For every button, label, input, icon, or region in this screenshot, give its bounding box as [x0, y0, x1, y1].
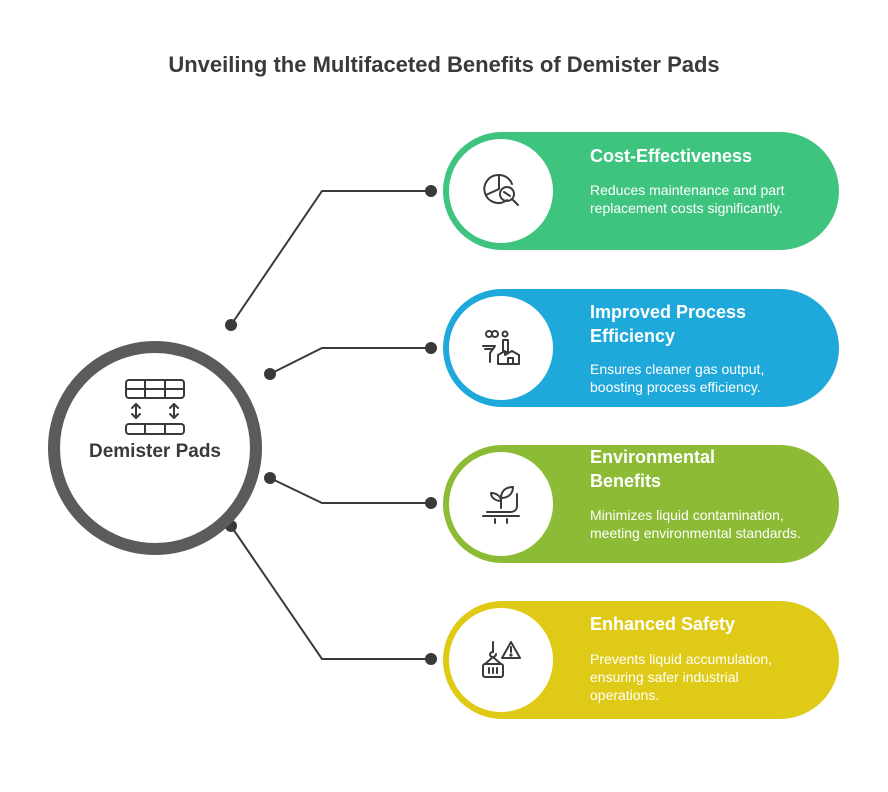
benefit-description: Minimizes liquid contamination, meeting …: [590, 507, 801, 541]
connector-line-2: [269, 347, 431, 375]
demister-pad-icon: [125, 379, 185, 435]
benefit-description: Ensures cleaner gas output, boosting pro…: [590, 361, 765, 395]
crane-warning-icon: [482, 641, 521, 678]
benefit-icon-circle: [449, 139, 553, 243]
plant-hand-icon: [482, 486, 520, 524]
connector-line-3: [269, 477, 431, 504]
benefit-icon-circle: [449, 608, 553, 712]
benefit-card-safety: Enhanced Safety Prevents liquid accumula…: [443, 601, 839, 719]
benefit-card-process-efficiency: Improved Process Efficiency Ensures clea…: [443, 289, 839, 407]
connector-dot-card-3: [425, 497, 437, 509]
benefit-title: Environmental Benefits: [590, 447, 716, 491]
factory-filter-icon: [482, 330, 520, 365]
hub-label: Demister Pads: [88, 441, 221, 462]
connector-dot-hub-1: [225, 319, 237, 331]
diagram-title: Unveiling the Multifaceted Benefits of D…: [168, 52, 720, 77]
connector-dot-hub-2: [264, 368, 276, 380]
connector-line-4: [230, 525, 431, 660]
benefit-description: Prevents liquid accumulation, ensuring s…: [590, 651, 773, 703]
benefit-title: Enhanced Safety: [590, 614, 736, 634]
connector-dot-card-2: [425, 342, 437, 354]
cost-analysis-icon: [483, 173, 519, 206]
connector-dot-hub-3: [264, 472, 276, 484]
benefit-title: Cost-Effectiveness: [590, 146, 753, 166]
connector-dot-card-4: [425, 653, 437, 665]
benefit-title: Improved Process Efficiency: [590, 302, 747, 346]
central-hub: Demister Pads: [48, 341, 262, 555]
benefit-card-cost-effectiveness: Cost-Effectiveness Reduces maintenance a…: [443, 132, 839, 250]
benefit-card-environmental: Environmental Benefits Minimizes liquid …: [443, 445, 839, 563]
benefit-icon-circle: [449, 296, 553, 400]
connector-dot-card-1: [425, 185, 437, 197]
benefit-icon-circle: [449, 452, 553, 556]
benefit-description: Reduces maintenance and part replacement…: [590, 182, 785, 216]
connector-line-1: [230, 190, 431, 326]
